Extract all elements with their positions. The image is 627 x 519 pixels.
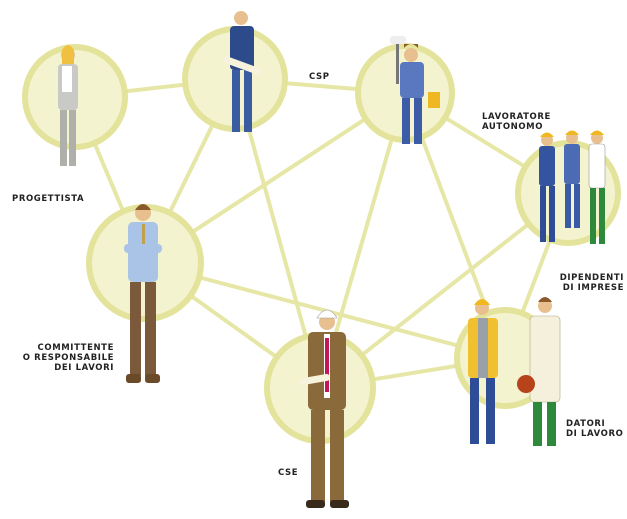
label-line: DEI LAVORI — [54, 363, 114, 373]
figure-committente — [124, 204, 162, 383]
label-progettista: PROGETTISTA — [12, 194, 84, 204]
figure-datori — [468, 297, 561, 446]
label-cse: CSE — [278, 468, 298, 478]
figure-dipendenti — [539, 130, 606, 244]
label-dipendenti: DIPENDENTI DI IMPRESE — [560, 273, 624, 293]
label-line: DI LAVORO — [566, 429, 624, 439]
label-line: o RESPONSABILE — [22, 353, 114, 363]
label-line: AUTONOMO — [482, 122, 544, 132]
label-line: COMMITTENTE — [37, 343, 114, 353]
label-line: LAVORATORE — [482, 112, 551, 122]
label-line: DI IMPRESE — [562, 283, 624, 293]
label-line: CSP — [309, 72, 330, 82]
figure-progettista — [58, 45, 78, 166]
label-line: DATORI — [566, 419, 606, 429]
label-line: CSE — [278, 468, 299, 478]
label-csp: CSP — [309, 72, 330, 82]
people-figures — [58, 11, 606, 508]
figure-lavoratore — [390, 36, 440, 144]
figure-csp — [223, 11, 262, 132]
label-line: DIPENDENTI — [559, 273, 624, 283]
label-lavoratore: LAVORATORE AUTONOMO — [482, 112, 551, 132]
label-datori: DATORI DI LAVORO — [566, 419, 623, 439]
figure-cse — [300, 309, 349, 508]
label-committente: COMMITTENTE o RESPONSABILE DEI LAVORI — [18, 343, 114, 373]
label-line: PROGETTISTA — [12, 194, 85, 204]
